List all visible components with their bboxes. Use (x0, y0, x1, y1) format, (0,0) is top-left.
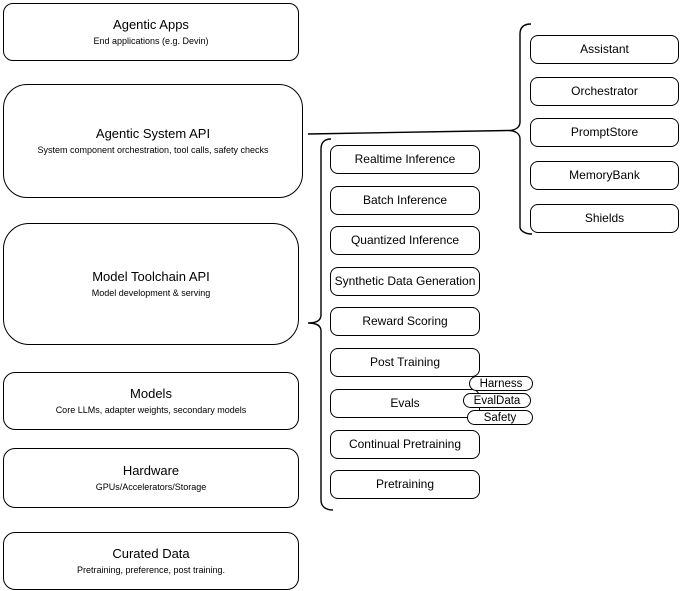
system-item-promptstore: PromptStore (530, 118, 679, 147)
toolchain-item-quantized-inference: Quantized Inference (330, 226, 480, 255)
toolchain-item-synthetic-data-generation: Synthetic Data Generation (330, 267, 480, 296)
evals-tag-safety: Safety (467, 410, 533, 425)
toolchain-item-continual-pretraining: Continual Pretraining (330, 430, 480, 459)
node-subtitle: Core LLMs, adapter weights, secondary mo… (55, 405, 247, 415)
system-item-orchestrator: Orchestrator (530, 77, 679, 106)
node-title: Agentic System API (95, 126, 211, 141)
system-item-memorybank: MemoryBank (530, 161, 679, 190)
connector-line-agentic-system-api (307, 129, 509, 135)
node-title: Model Toolchain API (92, 269, 210, 284)
brace-system-api-components (507, 23, 533, 235)
node-title: Hardware (122, 463, 180, 478)
toolchain-item-pretraining: Pretraining (330, 470, 480, 499)
node-agentic-system-api: Agentic System API System component orch… (3, 84, 303, 198)
brace-toolchain-api-components (307, 138, 334, 511)
node-agentic-apps: Agentic Apps End applications (e.g. Devi… (3, 3, 299, 61)
node-subtitle: GPUs/Accelerators/Storage (95, 482, 207, 492)
node-subtitle: Model development & serving (91, 288, 211, 298)
system-item-assistant: Assistant (530, 35, 679, 64)
node-models: Models Core LLMs, adapter weights, secon… (3, 372, 299, 430)
toolchain-item-batch-inference: Batch Inference (330, 186, 480, 215)
evals-tag-harness: Harness (469, 376, 533, 391)
system-item-shields: Shields (530, 204, 679, 233)
node-model-toolchain-api: Model Toolchain API Model development & … (3, 223, 299, 345)
toolchain-item-post-training: Post Training (330, 348, 480, 377)
evals-tag-evaldata: EvalData (463, 393, 531, 408)
node-title: Models (130, 386, 172, 401)
toolchain-item-evals: Evals (330, 389, 480, 418)
node-subtitle: System component orchestration, tool cal… (37, 145, 269, 155)
node-title: Curated Data (112, 546, 190, 561)
node-subtitle: End applications (e.g. Devin) (93, 36, 209, 46)
toolchain-item-realtime-inference: Realtime Inference (330, 145, 480, 174)
node-subtitle: Pretraining, preference, post training. (76, 565, 226, 575)
node-curated-data: Curated Data Pretraining, preference, po… (3, 532, 299, 590)
toolchain-item-reward-scoring: Reward Scoring (330, 307, 480, 336)
node-hardware: Hardware GPUs/Accelerators/Storage (3, 448, 299, 508)
node-title: Agentic Apps (113, 17, 189, 32)
